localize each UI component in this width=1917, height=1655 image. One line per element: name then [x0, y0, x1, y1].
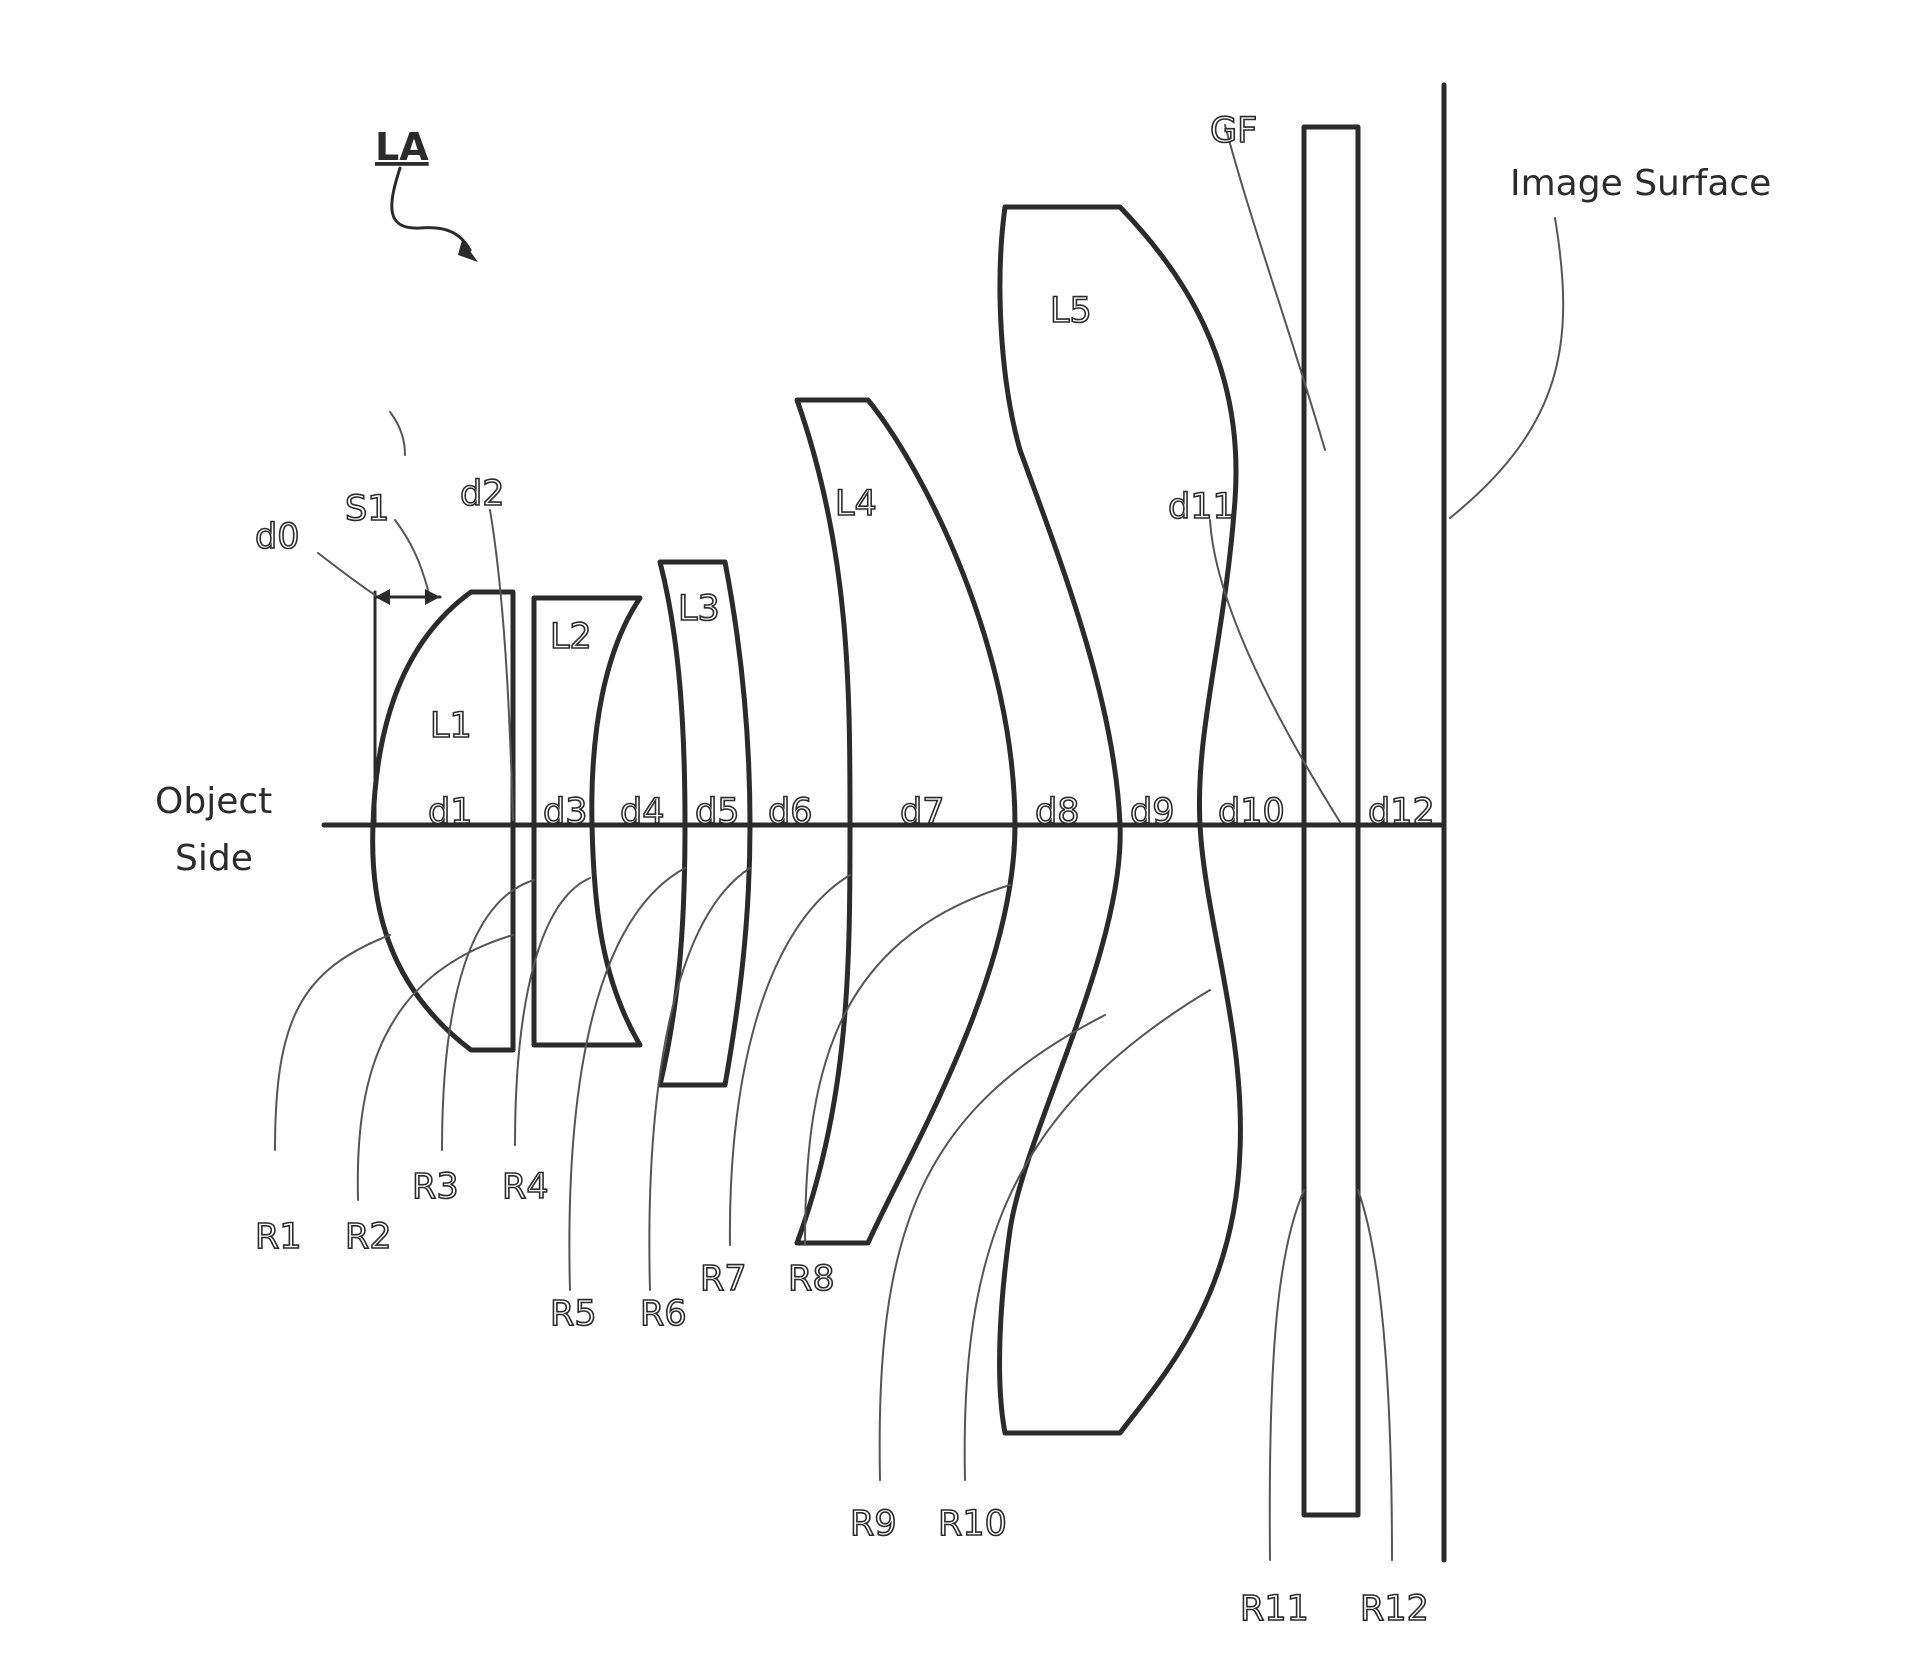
- label-r10: R10: [938, 1504, 1007, 1544]
- label-r11: R11: [1240, 1589, 1309, 1629]
- d0-arrow-left: [375, 589, 390, 605]
- label-l2: L2: [550, 617, 592, 657]
- label-l1: L1: [430, 706, 472, 746]
- label-d6: d6: [768, 792, 813, 832]
- leader-r1: [275, 935, 390, 1150]
- label-d12: d12: [1368, 792, 1435, 832]
- label-d9: d9: [1130, 792, 1175, 832]
- leader-d2: [390, 412, 405, 455]
- leader-gf: [1225, 125, 1325, 450]
- label-r12: R12: [1360, 1589, 1429, 1629]
- label-d0: d0: [255, 517, 300, 557]
- leader-d0: [318, 553, 375, 595]
- label-d5: d5: [695, 792, 740, 832]
- leader-r12: [1358, 1190, 1392, 1560]
- label-d3: d3: [543, 792, 588, 832]
- assembly-label: LA: [375, 125, 429, 169]
- image-surface-label: Image Surface: [1510, 163, 1771, 204]
- label-r1: R1: [255, 1217, 302, 1257]
- label-r2: R2: [345, 1217, 392, 1257]
- label-d10: d10: [1218, 792, 1285, 832]
- label-r5: R5: [550, 1294, 597, 1334]
- leader-r11: [1270, 1190, 1304, 1560]
- label-r4: R4: [502, 1167, 549, 1207]
- assembly-arrowhead: [458, 240, 478, 262]
- label-d7: d7: [900, 792, 945, 832]
- leader-s1: [395, 520, 428, 590]
- label-l4: L4: [835, 484, 877, 524]
- object-side-label-line1: Object: [155, 781, 272, 822]
- label-l5: L5: [1050, 291, 1092, 331]
- leader-r8: [805, 885, 1010, 1245]
- leader-r3: [442, 880, 534, 1150]
- object-side-label-line2: Side: [175, 838, 253, 879]
- label-d2: d2: [460, 474, 505, 514]
- assembly-arrow: [392, 168, 470, 250]
- label-d1: d1: [428, 792, 473, 832]
- leader-r2: [358, 935, 513, 1200]
- label-gf: GF: [1210, 111, 1257, 151]
- leader-d2-down: [490, 510, 513, 820]
- label-r6: R6: [640, 1294, 687, 1334]
- leader-r6: [649, 868, 750, 1290]
- label-r7: R7: [700, 1259, 747, 1299]
- d0-arrow-right: [425, 589, 440, 605]
- label-l3: L3: [678, 589, 720, 629]
- leader-r9: [880, 1015, 1105, 1480]
- label-s1: S1: [345, 489, 390, 529]
- label-d4: d4: [620, 792, 665, 832]
- glass-filter: [1304, 127, 1358, 1515]
- label-r9: R9: [850, 1504, 897, 1544]
- label-d11: d11: [1168, 487, 1235, 527]
- label-d8: d8: [1035, 792, 1080, 832]
- leader-r5: [569, 868, 685, 1290]
- label-r3: R3: [412, 1167, 459, 1207]
- leader-image-surface: [1450, 218, 1563, 518]
- leader-r4: [515, 878, 590, 1145]
- label-r8: R8: [788, 1259, 835, 1299]
